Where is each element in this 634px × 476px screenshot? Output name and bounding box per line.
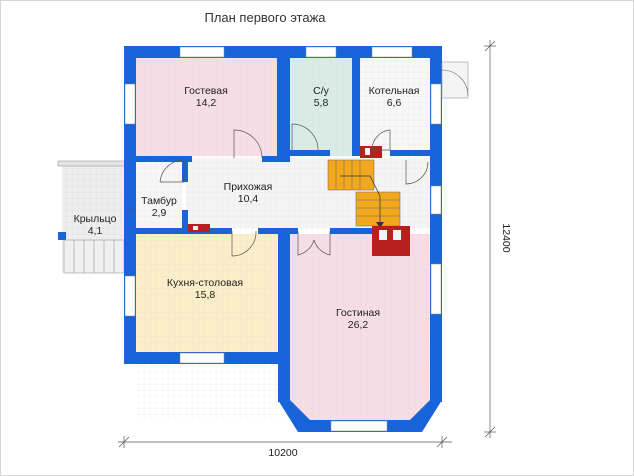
boiler-door-swing xyxy=(441,69,469,97)
room-area-porch: 4,1 xyxy=(88,225,103,237)
room-area-vestibule: 2,9 xyxy=(152,207,167,219)
room-label-hallway: Прихожая xyxy=(224,181,273,193)
dimension-line-width xyxy=(118,436,452,448)
room-label-living: Гостиная xyxy=(336,307,380,319)
dimension-line-height xyxy=(484,40,496,438)
room-area-hallway: 10,4 xyxy=(238,193,259,205)
porch-rail xyxy=(57,160,129,167)
chimney-vent-2 xyxy=(393,230,401,240)
kitchen-vent-hole xyxy=(193,226,198,230)
staircase xyxy=(327,159,401,228)
boiler-flue-vent xyxy=(365,148,370,155)
interior-walls xyxy=(136,58,432,352)
room-area-guest: 14,2 xyxy=(196,97,217,109)
room-label-kitchen: Кухня-столовая xyxy=(167,277,243,289)
room-label-vestibule: Тамбур xyxy=(141,195,177,207)
room-area-boiler: 6,6 xyxy=(387,97,402,109)
porch-post xyxy=(58,232,66,240)
windows xyxy=(124,46,442,432)
dimension-height-label: 12400 xyxy=(500,223,512,252)
room-label-boiler: Котельная xyxy=(369,85,420,97)
chimney-main xyxy=(372,226,410,256)
room-area-living: 26,2 xyxy=(348,319,369,331)
dimension-width-label: 10200 xyxy=(268,447,297,459)
chimney-vent-1 xyxy=(379,230,387,240)
room-area-kitchen: 15,8 xyxy=(195,289,216,301)
room-label-bathroom: С/у xyxy=(313,85,330,97)
plan-title: План первого этажа xyxy=(204,10,326,25)
porch-steps xyxy=(63,239,125,274)
room-area-bathroom: 5,8 xyxy=(314,97,329,109)
boiler-flue xyxy=(360,146,382,158)
doors xyxy=(126,123,429,257)
boiler-entrance-canopy xyxy=(441,61,469,99)
room-label-porch: Крыльцо xyxy=(74,213,117,225)
kitchen-vent xyxy=(188,224,210,232)
room-label-guest: Гостевая xyxy=(184,85,228,97)
